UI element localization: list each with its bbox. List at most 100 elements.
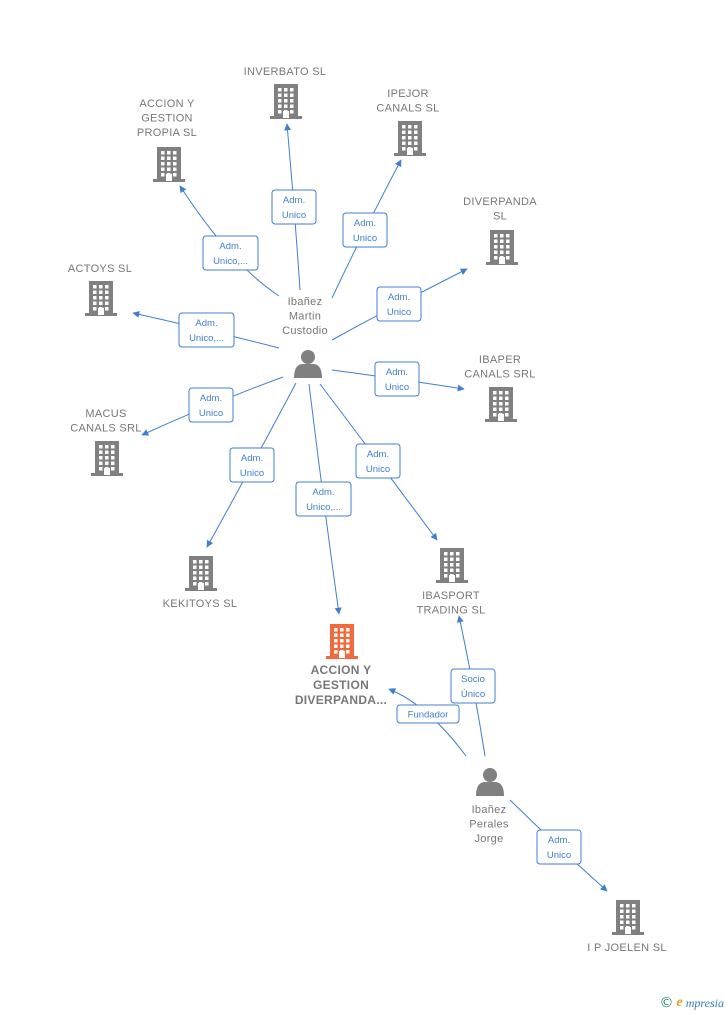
node-ibaper[interactable]: IBAPER CANALS SRL xyxy=(464,354,535,422)
node-label: I P JOELEN SL xyxy=(587,942,667,954)
edge-label-text: Unico xyxy=(282,210,306,221)
node-label: GESTION xyxy=(313,678,369,692)
edge-label-p1-inverbato[interactable]: Adm. Unico xyxy=(271,189,317,225)
edge-label-p1-diverpanda[interactable]: Adm. Unico xyxy=(376,286,422,322)
node-inverbato[interactable]: INVERBATO SL xyxy=(244,66,327,119)
building-icon[interactable] xyxy=(326,624,358,659)
edge-label-text: Único xyxy=(461,689,485,700)
node-kekitoys[interactable]: KEKITOYS SL xyxy=(163,556,238,610)
node-label: DIVERPANDA xyxy=(463,196,537,208)
edge-label-text: Unico,... xyxy=(306,502,341,513)
edge-label-box xyxy=(271,189,317,225)
node-label: SL xyxy=(493,211,507,223)
edge-label-box xyxy=(536,829,582,865)
edge-label-text: Adm. xyxy=(200,393,222,404)
node-label: KEKITOYS SL xyxy=(163,598,238,610)
node-label: ACCION Y xyxy=(139,98,195,110)
building-icon[interactable] xyxy=(270,84,302,119)
edge-label-text: Unico xyxy=(547,850,571,861)
edge-label-text: Unico,... xyxy=(213,256,248,267)
edge-label-text: Adm. xyxy=(388,292,410,303)
node-label: TRADING SL xyxy=(416,605,485,617)
edge-label-p1-ipejor[interactable]: Adm. Unico xyxy=(342,212,388,248)
edge-label-box xyxy=(450,668,496,704)
building-icon[interactable] xyxy=(85,281,117,316)
building-icon[interactable] xyxy=(91,441,123,476)
node-ipejor[interactable]: IPEJOR CANALS SL xyxy=(376,88,439,156)
building-icon[interactable] xyxy=(486,230,518,265)
edge-label-box xyxy=(342,212,388,248)
edge-label-p2-ipjoelen[interactable]: Adm. Unico xyxy=(536,829,582,865)
node-ibasport[interactable]: IBASPORT TRADING SL xyxy=(416,548,485,617)
edge-label-box xyxy=(188,387,234,423)
edge-label-p1-macus[interactable]: Adm. Unico xyxy=(188,387,234,423)
building-icon[interactable] xyxy=(153,147,185,182)
edge-label-box xyxy=(374,361,420,397)
node-macus[interactable]: MACUS CANALS SRL xyxy=(70,408,141,476)
edge-label-p1-accion_diverpanda[interactable]: Adm. Unico,... xyxy=(295,481,352,517)
edge-label-text: Adm. xyxy=(354,218,376,229)
node-label: IPEJOR xyxy=(387,88,429,100)
edge-label-text: Unico,... xyxy=(189,333,224,344)
person-icon[interactable] xyxy=(476,768,504,796)
edge-label-text: Unico xyxy=(385,382,409,393)
node-label: ACCION Y xyxy=(311,663,372,677)
node-label: Jorge xyxy=(474,833,503,845)
edge-label-box xyxy=(295,481,352,517)
edge-label-text: Adm. xyxy=(386,367,408,378)
node-label: Ibañez xyxy=(288,296,323,308)
node-label: CANALS SL xyxy=(376,103,439,115)
node-ipjoelen[interactable]: I P JOELEN SL xyxy=(587,900,667,954)
copyright-icon: © xyxy=(659,995,674,1011)
building-icon[interactable] xyxy=(612,900,644,935)
edge-label-box xyxy=(355,443,401,479)
person-icon[interactable] xyxy=(294,350,322,378)
brand-name: mpresia xyxy=(685,995,724,1010)
edge-label-text: Unico xyxy=(366,464,390,475)
edge-label-p1-accion_propia[interactable]: Adm. Unico,... xyxy=(202,235,259,271)
node-label: Perales xyxy=(469,819,509,831)
node-label: IBASPORT xyxy=(422,590,480,602)
edge-label-text: Adm. xyxy=(312,487,334,498)
edge-label-text: Adm. xyxy=(219,241,241,252)
building-icon[interactable] xyxy=(436,548,468,583)
edge-label-text: Unico xyxy=(199,408,223,419)
node-diverpanda[interactable]: DIVERPANDA SL xyxy=(463,196,537,265)
building-icon[interactable] xyxy=(394,121,426,156)
node-label: DIVERPANDA... xyxy=(295,693,387,707)
node-label: ACTOYS SL xyxy=(68,263,132,275)
node-label: INVERBATO SL xyxy=(244,66,327,78)
edge-label-p1-ibaper[interactable]: Adm. Unico xyxy=(374,361,420,397)
edge-label-text: Adm. xyxy=(548,835,570,846)
node-actoys[interactable]: ACTOYS SL xyxy=(68,263,132,316)
node-label: CANALS SRL xyxy=(464,369,535,381)
edge-label-text: Adm. xyxy=(195,318,217,329)
edge-label-p1-ibasport[interactable]: Adm. Unico xyxy=(355,443,401,479)
node-label: IBAPER xyxy=(479,354,521,366)
edge-label-box xyxy=(376,286,422,322)
node-label: GESTION xyxy=(141,113,193,125)
edge-label-box xyxy=(178,312,235,348)
brand-initial: e xyxy=(676,995,683,1010)
edge-label-text: Unico xyxy=(353,233,377,244)
edge-label-p1-actoys[interactable]: Adm. Unico,... xyxy=(178,312,235,348)
edge-label-text: Adm. xyxy=(367,449,389,460)
edge-label-text: Adm. xyxy=(283,195,305,206)
edge-label-box xyxy=(229,447,275,483)
edge-label-box xyxy=(202,235,259,271)
node-label: CANALS SRL xyxy=(70,423,141,435)
edge-label-p2-accion_diverpanda[interactable]: Fundador xyxy=(396,704,460,724)
node-label: MACUS xyxy=(85,408,126,420)
node-accion_diverpanda[interactable]: ACCION YGESTIONDIVERPANDA... xyxy=(295,624,387,707)
building-icon[interactable] xyxy=(485,387,517,422)
edge-label-text: Unico xyxy=(387,307,411,318)
edge-label-text: Unico xyxy=(240,468,264,479)
edge-label-p1-kekitoys[interactable]: Adm.Unico xyxy=(229,447,275,483)
building-icon[interactable] xyxy=(185,556,217,591)
